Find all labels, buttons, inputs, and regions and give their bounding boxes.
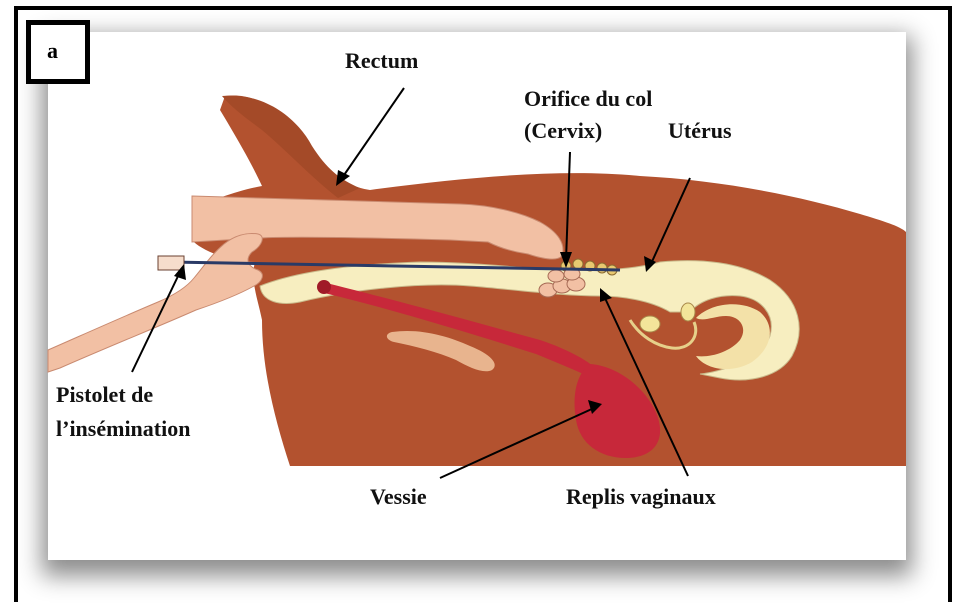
- label-rectum: Rectum: [345, 48, 418, 74]
- label-orifice-line2: (Cervix): [524, 118, 602, 144]
- lower-hand: [48, 233, 262, 372]
- panel-tag: a: [26, 20, 90, 84]
- panel-letter: a: [47, 38, 58, 64]
- label-vessie: Vessie: [370, 484, 427, 510]
- label-pistolet-line2: l’insémination: [56, 414, 194, 446]
- ovary-right: [681, 303, 695, 321]
- insemination-gun-handle: [158, 256, 184, 270]
- label-pistolet-line1: Pistolet de: [56, 380, 157, 412]
- label-uterus: Utérus: [668, 118, 732, 144]
- urethra-opening: [317, 280, 331, 294]
- label-replis-vaginaux: Replis vaginaux: [566, 484, 716, 510]
- label-orifice-line1: Orifice du col: [524, 86, 652, 112]
- ovary-left: [640, 316, 660, 332]
